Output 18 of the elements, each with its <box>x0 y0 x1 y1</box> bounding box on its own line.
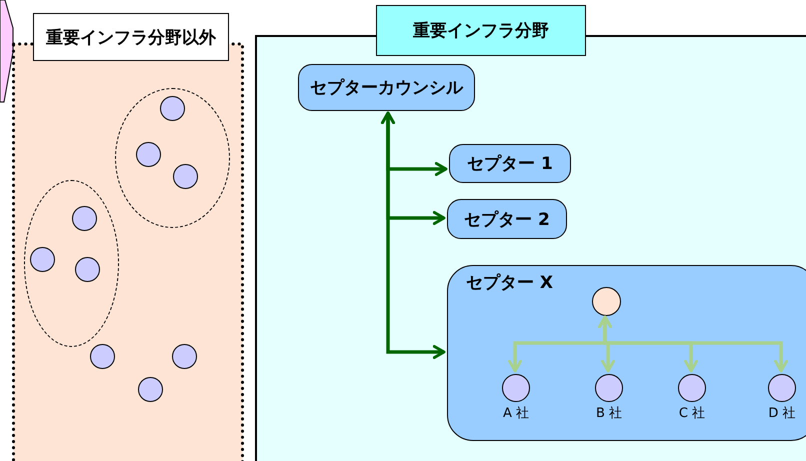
arrow <box>381 112 446 359</box>
group-ellipse <box>115 88 230 228</box>
region-box <box>255 5 806 461</box>
box-title: セプター X <box>466 272 554 294</box>
group-box <box>447 265 806 441</box>
region-title: 重要インフラ分野 <box>376 5 586 56</box>
arrow <box>598 316 788 372</box>
region-title: 重要インフラ分野以外 <box>33 13 229 61</box>
rounded-box: セプターカウンシル <box>298 64 475 111</box>
group-ellipse <box>24 180 119 347</box>
company-label: C 社 <box>678 405 706 422</box>
region-box <box>12 13 244 461</box>
company-label: B 社 <box>594 405 624 422</box>
rounded-box: セプター 1 <box>449 144 571 183</box>
rounded-box: セプター 2 <box>447 199 567 239</box>
company-label: A 社 <box>502 405 530 422</box>
company-label: D 社 <box>767 405 797 422</box>
circle <box>592 287 621 316</box>
